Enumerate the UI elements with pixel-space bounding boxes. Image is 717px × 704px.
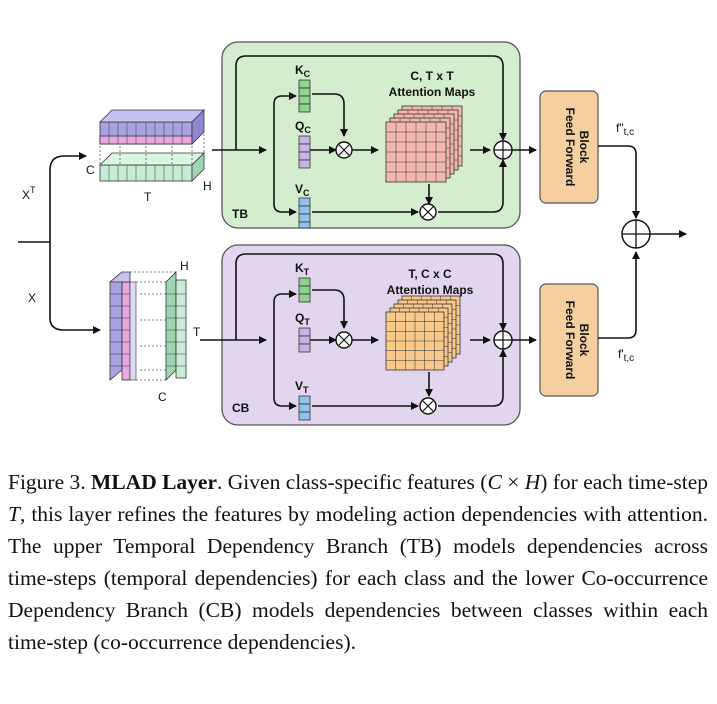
output-arrows — [598, 145, 687, 339]
cb-k-vector — [298, 277, 311, 303]
cb-v-vector — [298, 395, 311, 421]
mlad-diagram: XT X C T H — [18, 41, 687, 426]
caption-figure-number: Figure 3. — [8, 470, 86, 494]
tb-flow-arrows — [212, 55, 537, 216]
cb-multiply-op-2 — [419, 397, 437, 415]
cb-k-label: KT — [295, 261, 310, 277]
tb-attention-maps — [385, 105, 463, 183]
caption-title: MLAD Layer — [91, 470, 218, 494]
caption-math-c: C — [487, 470, 502, 494]
output-add-op — [621, 219, 651, 249]
input-top-label: XT — [22, 185, 36, 202]
cb-q-label: QT — [295, 311, 310, 327]
tensor-bottom-h-label: H — [180, 259, 189, 273]
caption-math-h: H — [524, 470, 541, 494]
cb-v-label: VT — [295, 379, 309, 395]
tb-k-vector — [298, 79, 311, 113]
tb-attention-title: C, T x T — [410, 69, 454, 83]
ff-block-top-label-2: Block — [577, 131, 591, 164]
tb-v-label: VC — [295, 182, 310, 198]
input-bottom-label: X — [28, 291, 36, 305]
tensor-top — [99, 109, 205, 182]
cb-branch-box — [221, 244, 521, 426]
tb-q-vector — [298, 135, 311, 169]
tb-k-label: KC — [295, 63, 311, 79]
tb-add-op — [493, 140, 513, 160]
ff-block-bottom-label: Feed Forward — [563, 301, 577, 380]
caption-math-t: T — [8, 502, 20, 526]
tensor-bottom-t-label: T — [193, 325, 201, 339]
cb-attention-title: T, C x C — [408, 267, 452, 281]
tensor-top-h-label: H — [203, 179, 212, 193]
cb-flow-arrows — [200, 253, 537, 410]
tensor-top-t-label: T — [144, 190, 152, 204]
tensor-bottom — [108, 271, 187, 381]
cb-add-op — [493, 330, 513, 350]
tb-branch-box — [221, 41, 521, 229]
figure-caption: Figure 3. MLAD Layer. Given class-specif… — [8, 466, 708, 658]
cb-attention-subtitle: Attention Maps — [387, 283, 474, 297]
input-split — [18, 152, 101, 334]
cb-label: CB — [232, 401, 250, 415]
tb-attention-subtitle: Attention Maps — [389, 85, 476, 99]
ff-block-top-label: Feed Forward — [563, 108, 577, 187]
tb-multiply-op — [335, 141, 353, 159]
cb-attention-maps — [385, 295, 461, 371]
tb-v-vector — [298, 197, 311, 229]
cb-multiply-op — [335, 331, 353, 349]
caption-text-2: ) for each time-step — [540, 470, 708, 494]
tb-multiply-op-2 — [419, 203, 437, 221]
tensor-bottom-c-label: C — [158, 390, 167, 404]
tensor-top-c-label: C — [86, 163, 95, 177]
output-bottom-label: f't,c — [618, 347, 634, 364]
tb-q-label: QC — [295, 119, 311, 135]
ff-block-bottom — [539, 283, 599, 397]
caption-text-3: , this layer refines the features by mod… — [8, 502, 708, 654]
caption-text-1: . Given class-specific features ( — [217, 470, 488, 494]
tb-label: TB — [232, 207, 248, 221]
ff-block-top — [539, 90, 599, 204]
cb-q-vector — [298, 327, 311, 353]
caption-times: × — [501, 470, 525, 494]
ff-block-bottom-label-2: Block — [577, 324, 591, 357]
output-top-label: f"t,c — [616, 121, 634, 138]
